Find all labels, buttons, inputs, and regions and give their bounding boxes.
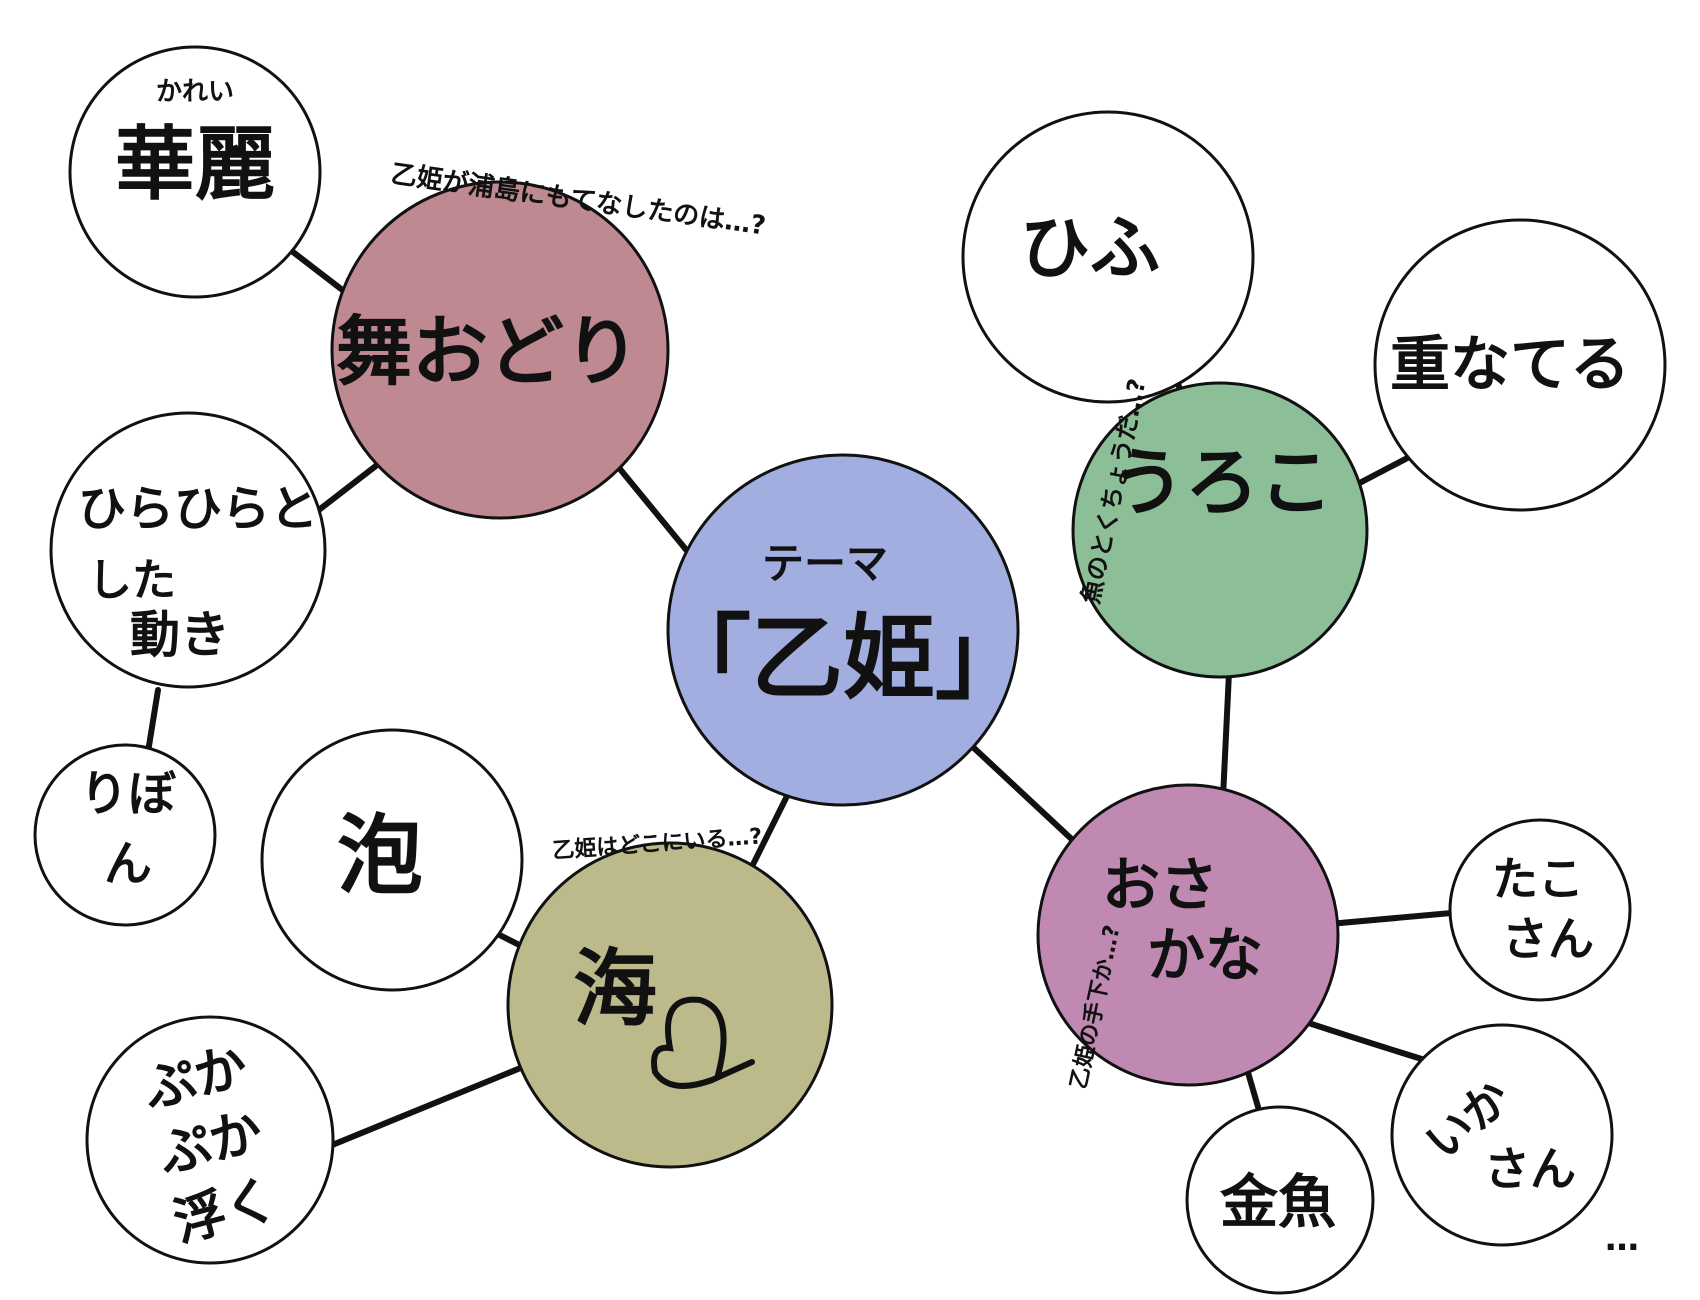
- hirahira-line2: した: [88, 555, 176, 606]
- hirahira-line1: ひらひらと: [78, 481, 318, 537]
- karei-label: 華麗: [115, 118, 275, 211]
- scales-label: うろこ: [1111, 440, 1333, 526]
- node-hirahira: [49, 411, 327, 689]
- fish-line2: かな: [1147, 921, 1263, 989]
- dance-label: 舞おどり: [336, 307, 640, 396]
- node-ribbon: [33, 743, 217, 927]
- node-sea: [506, 841, 834, 1169]
- node-awa: [260, 728, 524, 992]
- kasanaru-label: 重なてる: [1390, 330, 1630, 400]
- node-scales: [1071, 381, 1369, 679]
- hifu-label: ひふ: [1020, 207, 1160, 289]
- tako-line1: たこ: [1492, 852, 1584, 906]
- sea-wave-drawing: [651, 996, 755, 1089]
- leaf-nodes: [33, 45, 1667, 1295]
- node-kasanaru: [1373, 218, 1667, 512]
- node-ika: [1390, 1023, 1614, 1247]
- center-label-main: 「乙姫」: [659, 605, 1027, 712]
- node-fish: [1036, 783, 1340, 1087]
- node-karei: [68, 45, 322, 299]
- tako-line2: さん: [1502, 912, 1594, 966]
- node-center: [666, 453, 1020, 807]
- sea-label: 海: [573, 940, 657, 1038]
- node-tako: [1448, 818, 1632, 1002]
- hirahira-line3: 動き: [130, 606, 230, 664]
- ika-line2: さん: [1484, 1142, 1576, 1196]
- primary-nodes: [330, 180, 1369, 1169]
- awa-label: 泡: [337, 806, 423, 906]
- karei-furigana: かれい: [156, 77, 234, 107]
- ika-trail: …: [1605, 1219, 1639, 1259]
- ribbon-line1: りぼ: [80, 766, 176, 822]
- center-label-small: テーマ: [762, 539, 888, 588]
- node-pukapuka: [85, 1015, 335, 1265]
- link-sea-pukapuka: [317, 1057, 543, 1153]
- fish-line1: おさ: [1102, 851, 1218, 919]
- link-hirahira-ribbon: [145, 687, 161, 755]
- kingyo-label: 金魚: [1220, 1168, 1336, 1236]
- node-kingyo: [1185, 1105, 1375, 1295]
- ribbon-line2: ん: [104, 836, 152, 892]
- node-hifu: [961, 110, 1255, 404]
- node-dance: [330, 180, 670, 520]
